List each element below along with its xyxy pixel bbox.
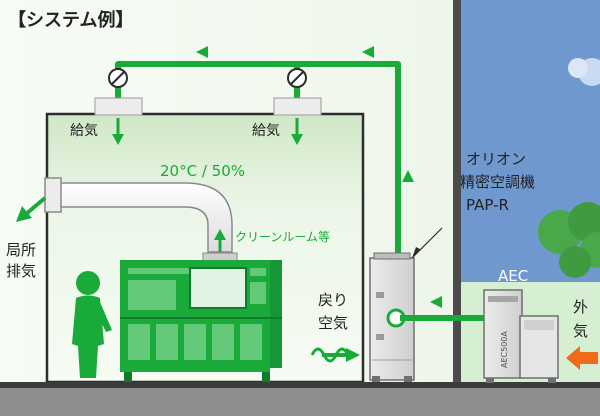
- exhaust-duct: [44, 177, 233, 253]
- outside-label-line1: 外: [573, 298, 588, 316]
- return-label-line2: 空気: [318, 314, 348, 332]
- supply-arrow-right-icon: [291, 118, 303, 145]
- unit-label-line1: オリオン: [466, 150, 526, 168]
- supply-arrow-left-icon: [112, 118, 124, 145]
- ground: [0, 388, 600, 416]
- aec-unit: [483, 289, 559, 383]
- production-machine: [120, 252, 282, 382]
- unit-leader-arrow: [412, 247, 420, 258]
- tree-icon: [538, 58, 600, 278]
- outside-label-line2: 気: [573, 322, 588, 340]
- return-air-arrow-icon: [310, 347, 360, 363]
- exhaust-label-line1: 局所: [6, 241, 36, 259]
- condition-label: 20°C / 50%: [160, 162, 245, 180]
- outside-air-arrow-icon: [566, 346, 598, 370]
- worker-figure: [72, 271, 112, 378]
- aec-model-label: AEC500A: [500, 331, 509, 368]
- outside-air-pipe: [400, 296, 486, 321]
- floor-line: [0, 382, 600, 388]
- supply-label-left: 給気: [70, 123, 98, 139]
- cleanroom-label: クリーンルーム等: [235, 230, 330, 244]
- diffuser-right: [273, 97, 322, 116]
- aec-label: AEC: [498, 267, 528, 285]
- duct-up-arrow-icon: [214, 229, 226, 252]
- damper-valve-left-icon: [108, 68, 128, 88]
- return-label-line1: 戻り: [318, 291, 348, 309]
- unit-leader-line: [411, 227, 443, 259]
- unit-label-line3: PAP-R: [466, 196, 509, 214]
- diagram-title: 【システム例】: [8, 9, 133, 31]
- diffuser-left: [94, 97, 143, 116]
- unit-label-line2: 精密空調機: [460, 173, 535, 191]
- duct-flow-arrows: [196, 46, 414, 182]
- supply-label-right: 給気: [252, 123, 280, 139]
- exhaust-arrow-icon: [16, 196, 47, 222]
- exhaust-label-line2: 排気: [6, 262, 36, 280]
- damper-valve-right-icon: [287, 68, 307, 88]
- building-wall: [453, 0, 461, 390]
